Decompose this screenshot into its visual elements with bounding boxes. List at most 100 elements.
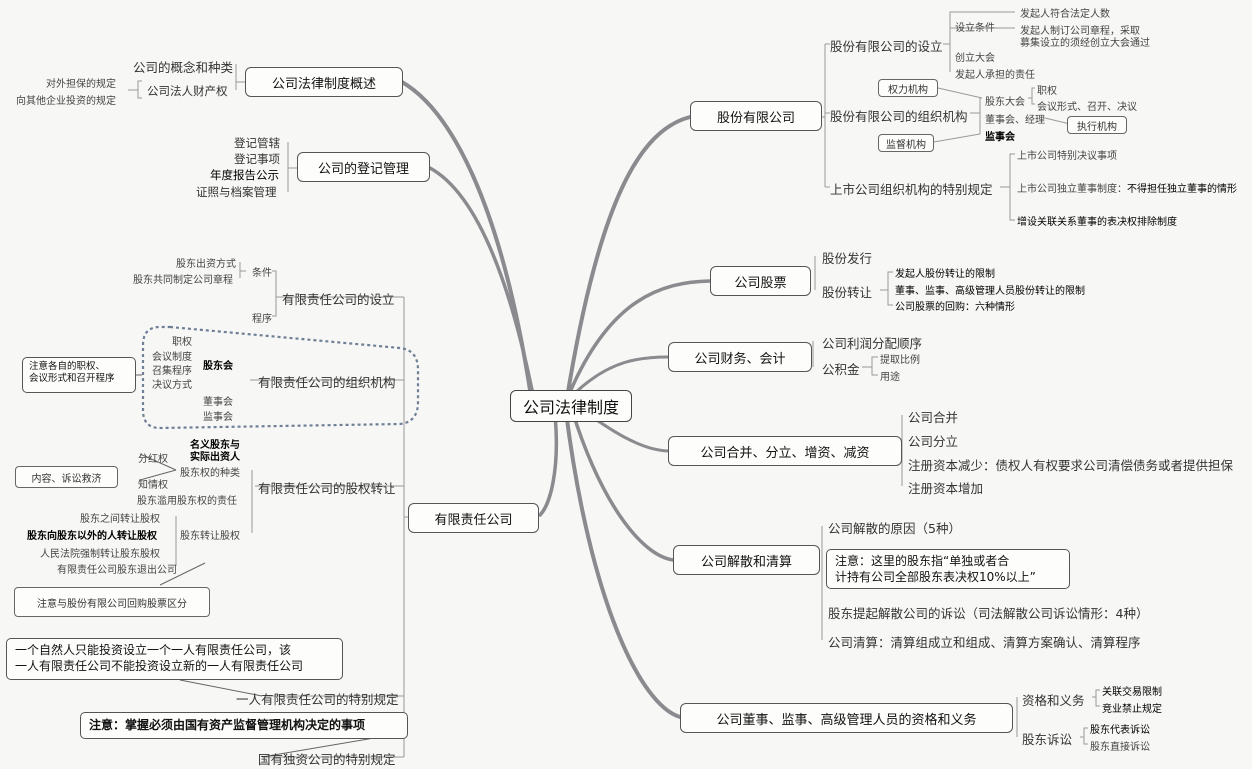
- branch-gupiao: [568, 279, 712, 394]
- dongshi-s2: 股东直接诉讼: [1090, 742, 1150, 753]
- dengji-1: 登记管辖: [234, 136, 280, 150]
- youxian-lanyong: 股东滥用股东权的责任: [137, 496, 237, 507]
- hebing-1: 公司合并: [908, 410, 959, 425]
- branch-gufen: [566, 115, 692, 394]
- branch-gaishu: [400, 80, 532, 392]
- youxian-guoyou: 国有独资公司的特别规定: [258, 752, 396, 767]
- branch-jiesan: [570, 408, 675, 562]
- topic-caiwu[interactable]: 公司财务、会计: [668, 342, 812, 372]
- gufen-jiandu: 监督机构: [878, 134, 934, 152]
- youxian-chengxu: 程序: [252, 314, 272, 325]
- branch-dongshi: [564, 410, 682, 719]
- jiesan-note: 注意：这里的股东指“单独或者合 计持有公司全部股东表决权10%以上”: [826, 549, 1070, 589]
- branch-caiwu: [573, 355, 670, 395]
- gufen-ss1: 上市公司特别决议事项: [1017, 151, 1117, 162]
- caiwu-lirun: 公司利润分配顺序: [822, 336, 923, 351]
- youxian-chuzi: 股东出资方式: [176, 259, 236, 270]
- branch-youxian: [538, 413, 559, 517]
- topic-hebing[interactable]: 公司合并、分立、增资、减资: [668, 436, 902, 466]
- gufen-huiyi: 会议形式、召开、决议: [1037, 102, 1137, 113]
- youxian-yiren-note: 一个自然人只能投资设立一个一人有限责任公司，该 一人有限责任公司不能投资设立新的…: [6, 638, 343, 680]
- topic-dengji[interactable]: 公司的登记管理: [297, 152, 430, 182]
- gufen-tiaojian-1: 发起人符合法定人数: [1020, 9, 1110, 20]
- caiwu-tiqu: 提取比例: [880, 355, 920, 366]
- dongshi-susong: 股东诉讼: [1022, 732, 1073, 747]
- youxian-jianshihui: 监事会: [203, 412, 233, 423]
- youxian-yiren-note-line1: 一个自然人只能投资设立一个一人有限责任公司，该: [15, 643, 292, 657]
- gufen-zhixing: 执行机构: [1067, 116, 1127, 134]
- youxian-guoyou-note: 注意：掌握必须由国有资产监督管理机构决定的事项: [80, 712, 408, 739]
- gaishu-danbao: 对外担保的规定: [46, 79, 116, 90]
- youxian-zr4: 有限责任公司股东退出公司: [57, 565, 177, 576]
- dengji-4: 证照与档案管理: [196, 185, 277, 199]
- youxian-g3: 召集程序: [152, 366, 192, 377]
- hebing-4: 注册资本增加: [908, 481, 984, 496]
- gufen-quanli: 权力机构: [878, 79, 938, 97]
- youxian-g4: 决议方式: [152, 380, 192, 391]
- youxian-gudonghui: 股东会: [203, 361, 233, 372]
- youxian-zrgq: 股东转让股权: [180, 531, 240, 542]
- gufen-dongshihui: 董事会、经理: [985, 115, 1045, 126]
- topic-dongshi[interactable]: 公司董事、监事、高级管理人员的资格和义务: [680, 703, 1013, 733]
- jiesan-note-line2: 计持有公司全部股东表决权10%以上”: [835, 570, 1036, 585]
- gufen-ss3: 增设关联关系董事的表决权排除制度: [1017, 217, 1177, 228]
- youxian-mingyi-1: 名义股东与: [190, 440, 240, 451]
- gaishu-touzi: 向其他企业投资的规定: [16, 96, 116, 107]
- gaishu-gainian: 公司的概念和种类: [133, 60, 234, 75]
- topic-gufen[interactable]: 股份有限公司: [690, 101, 822, 131]
- caiwu-gongjijin: 公积金: [822, 362, 860, 377]
- youxian-zhonglei: 股东权的种类: [180, 468, 240, 479]
- dengji-2: 登记事项: [234, 152, 280, 166]
- youxian-zr2: 股东向股东以外的人转让股权: [27, 531, 157, 542]
- youxian-yiren: 一人有限责任公司的特别规定: [236, 692, 399, 707]
- topic-youxian[interactable]: 有限责任公司: [408, 503, 539, 533]
- gufen-gudong: 股东大会: [985, 97, 1025, 108]
- gupiao-z3: 公司股票的回购：六种情形: [895, 302, 1015, 313]
- youxian-dongshihui: 董事会: [203, 397, 233, 408]
- youxian-zuzhi: 有限责任公司的组织机构: [258, 375, 396, 390]
- branch-dengji: [428, 166, 534, 392]
- dongshi-s1: 股东代表诉讼: [1090, 725, 1150, 736]
- topic-jiesan[interactable]: 公司解散和清算: [673, 545, 820, 575]
- gufen-tiaojian-3: 募集设立的须经创立大会通过: [1020, 38, 1150, 49]
- dongshi-yiwu: 资格和义务: [1022, 693, 1085, 708]
- topic-gaishu[interactable]: 公司法律制度概述: [245, 67, 403, 97]
- youxian-g2: 会议制度: [152, 352, 192, 363]
- dashed-outline: [141, 325, 420, 430]
- jiesan-susong: 股东提起解散公司的诉讼（司法解散公司诉讼情形：4种）: [828, 606, 1149, 621]
- gupiao-faxing: 股份发行: [822, 251, 873, 266]
- center-topic[interactable]: 公司法律制度: [510, 390, 632, 422]
- youxian-zhuyi-line1: 注意各自的职权、: [29, 361, 106, 372]
- caiwu-yongtu: 用途: [880, 372, 900, 383]
- youxian-neirong: 内容、诉讼救济: [15, 466, 118, 488]
- hebing-2: 公司分立: [908, 434, 959, 449]
- youxian-zhuyi-note: 注意各自的职权、 会议形式和召开程序: [22, 357, 136, 393]
- youxian-zr3: 人民法院强制转让股东股权: [40, 549, 160, 560]
- gufen-zeren: 发起人承担的责任: [955, 70, 1035, 81]
- youxian-zr1: 股东之间转让股权: [80, 514, 160, 525]
- youxian-fenhong: 分红权: [138, 454, 168, 465]
- gaishu-caichan: 公司法人财产权: [147, 84, 228, 98]
- gufen-shangshi: 上市公司组织机构的特别规定: [830, 182, 993, 197]
- jiesan-note-line1: 注意：这里的股东指“单独或者合: [835, 554, 1010, 568]
- gupiao-z1: 发起人股份转让的限制: [895, 269, 995, 280]
- gufen-tiaojian-2: 发起人制订公司章程，采取: [1020, 26, 1140, 37]
- topic-gupiao[interactable]: 公司股票: [710, 266, 811, 296]
- youxian-g1: 职权: [172, 337, 192, 348]
- gufen-zuzhi: 股份有限公司的组织机构: [830, 109, 968, 124]
- dengji-3: 年度报告公示: [210, 168, 279, 182]
- gufen-chuangli: 创立大会: [955, 53, 995, 64]
- youxian-zhiqing: 知情权: [138, 480, 168, 491]
- youxian-huigou-note: 注意与股份有限公司回购股票区分: [14, 587, 210, 617]
- gufen-ss2a: 上市公司独立董事制度：不得担任独立董事的情形: [1017, 184, 1237, 195]
- youxian-sheli: 有限责任公司的设立: [282, 292, 395, 307]
- gufen-sheli: 股份有限公司的设立: [830, 39, 943, 54]
- gupiao-z2: 董事、监事、高级管理人员股份转让的限制: [895, 286, 1085, 297]
- dongshi-y2: 竞业禁止规定: [1102, 704, 1162, 715]
- youxian-zhuanrang: 有限责任公司的股权转让: [258, 481, 396, 496]
- gufen-jianshihui: 监事会: [985, 132, 1015, 143]
- youxian-zhuyi-line2: 会议形式和召开程序: [29, 373, 115, 385]
- gufen-zhiquan: 职权: [1037, 86, 1057, 97]
- youxian-zhangcheng: 股东共同制定公司章程: [133, 275, 233, 286]
